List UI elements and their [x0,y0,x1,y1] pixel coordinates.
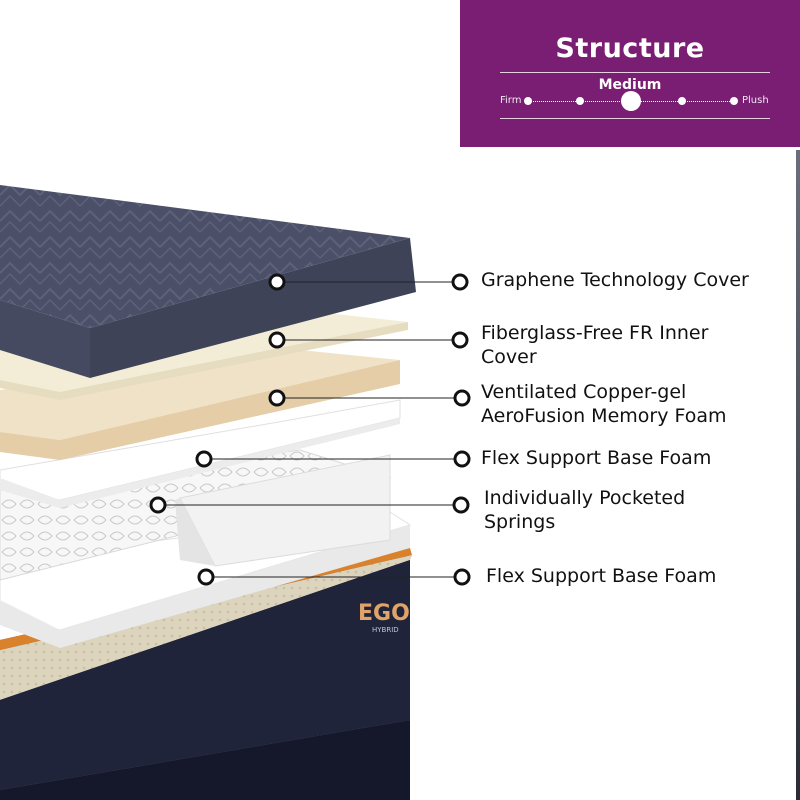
flex-foam-layer [0,399,401,508]
scale-tick [524,97,532,105]
layer-label-springs: Individually Pocketed Springs [484,487,686,533]
callout-dot [451,273,469,291]
layer-label-flex-foam: Flex Support Base Foam [481,447,712,469]
callout-dot [452,496,470,514]
scale-tick [576,97,584,105]
callout-dot [149,496,167,514]
side-edge [796,150,800,800]
top-cover-layer [0,185,416,378]
memory-foam-layer [0,350,400,460]
callout-dot [453,450,471,468]
layer-label-graphene-cover: Graphene Technology Cover [481,269,749,291]
callout-dot [453,389,471,407]
callout-dot [197,568,215,586]
firmness-level: Medium [598,77,662,93]
callout-dot [451,331,469,349]
callout-dot [268,273,286,291]
layer-label-inner-cover: Fiberglass-Free FR Inner Cover [481,322,709,368]
callout-dot [268,331,286,349]
firmness-marker [621,91,641,111]
logo-model: HYBRID [372,626,399,634]
scale-min-label: Firm [500,95,522,106]
panel-title: Structure [555,33,705,64]
callout-lines [149,273,471,586]
layer-label-base-foam: Flex Support Base Foam [486,565,717,587]
layer-label-memory-foam: Ventilated Copper-gel AeroFusion Memory … [481,381,727,427]
scale-max-label: Plush [742,95,769,106]
callout-dot [453,568,471,586]
callout-dot [268,389,286,407]
scale-tick [678,97,686,105]
callout-dot [195,450,213,468]
panel-divider [500,72,770,73]
structure-panel: Structure Medium Firm Plush [460,0,800,147]
ego-hybrid-logo: EGO HYBRID [358,601,410,634]
scale-tick [730,97,738,105]
panel-divider [500,118,770,119]
logo-brand: EGO [358,601,410,626]
